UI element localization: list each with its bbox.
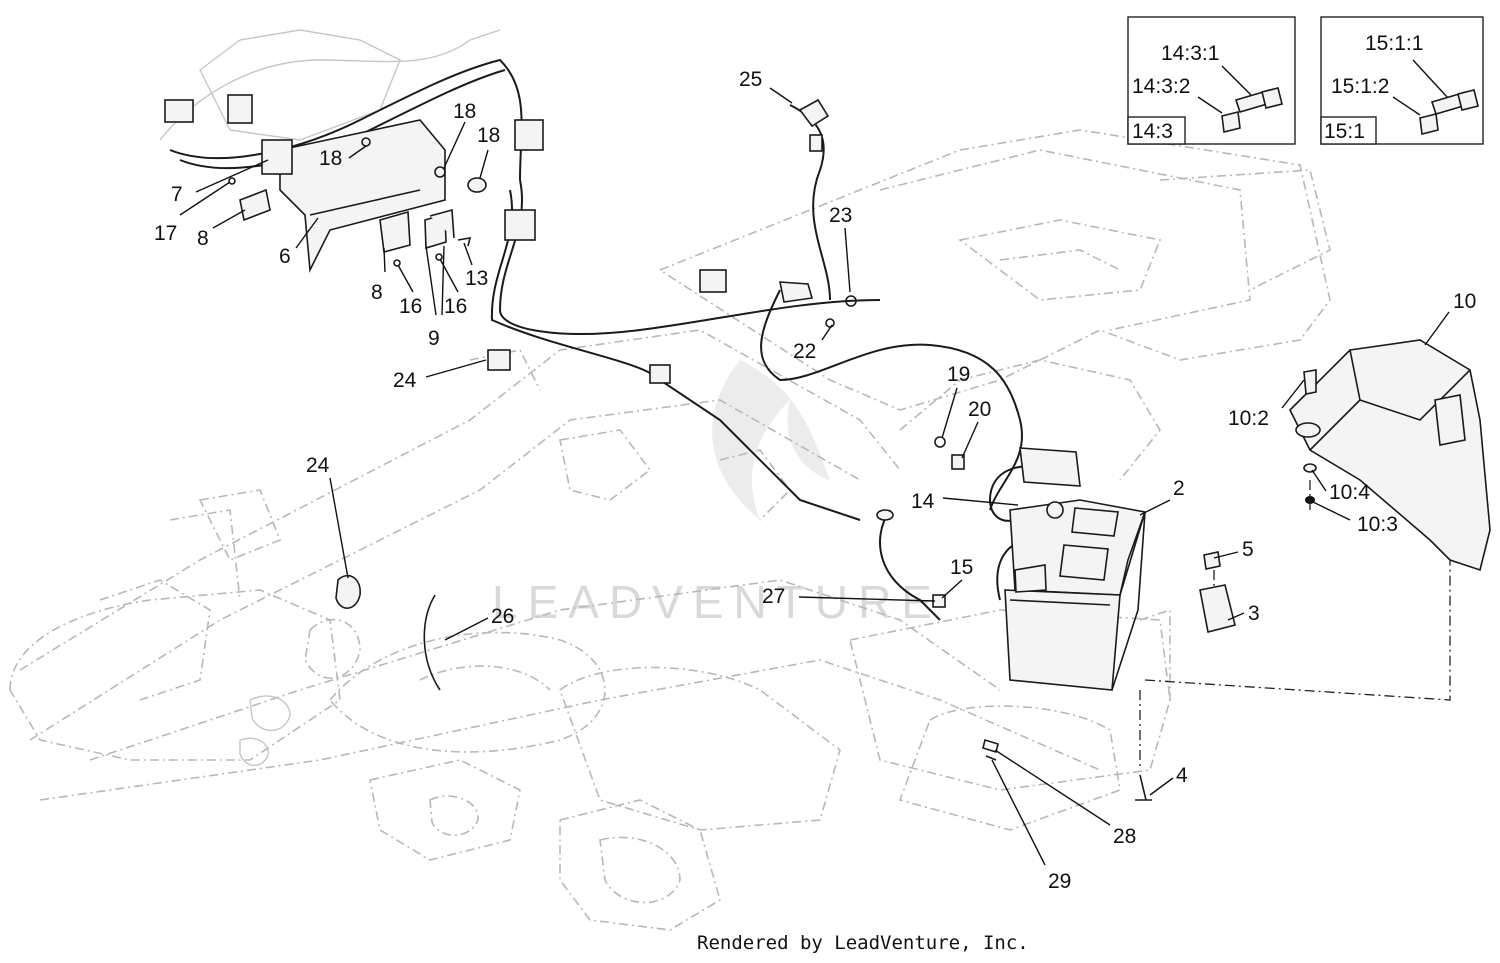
callout-6: 6 <box>279 245 291 268</box>
callout-4: 4 <box>1176 764 1188 787</box>
callout-27: 27 <box>762 585 785 608</box>
callout-28: 28 <box>1113 825 1136 848</box>
callout-2: 2 <box>1173 477 1185 500</box>
callout-22: 22 <box>793 340 816 363</box>
callout-19: 19 <box>947 363 970 386</box>
inset-15-1-title: 15:1 <box>1324 120 1365 143</box>
inset-15-1: 15:1 15:1:1 15:1:2 <box>1320 16 1484 145</box>
battery-cables <box>760 98 1081 621</box>
callout-10-3: 10:3 <box>1357 513 1398 536</box>
inset-14-3-label-1: 14:3:1 <box>1161 42 1219 65</box>
watermark: LEADVENTURE <box>492 360 942 628</box>
callout-10-2: 10:2 <box>1228 407 1269 430</box>
chassis-frame <box>9 129 1331 931</box>
callout-3: 3 <box>1248 602 1260 625</box>
callout-25: 25 <box>739 68 762 91</box>
wire-harness <box>159 29 881 521</box>
callout-10: 10 <box>1453 290 1476 313</box>
callout-8a: 8 <box>197 227 209 250</box>
rendered-by-footer: Rendered by LeadVenture, Inc. <box>697 932 1029 954</box>
callout-16a: 16 <box>399 295 422 318</box>
callout-8b: 8 <box>371 281 383 304</box>
callout-29: 29 <box>1048 870 1071 893</box>
battery <box>1004 499 1147 691</box>
inset-15-1-label-1: 15:1:1 <box>1365 32 1423 55</box>
inset-14-3: 14:3 14:3:1 14:3:2 <box>1127 16 1296 145</box>
callout-18b: 18 <box>453 100 476 123</box>
callout-20: 20 <box>968 398 991 421</box>
inset-14-3-title: 14:3 <box>1132 120 1173 143</box>
callout-18c: 18 <box>477 124 500 147</box>
callout-labels: 25 23 22 18 18 18 7 17 8 6 8 16 9 16 13 … <box>154 68 1476 893</box>
callout-9: 9 <box>428 327 440 350</box>
leader-lines <box>179 87 1450 866</box>
callout-5: 5 <box>1242 538 1254 561</box>
callout-15: 15 <box>950 556 973 579</box>
battery-cover <box>1289 339 1491 572</box>
callout-7: 7 <box>171 183 183 206</box>
callout-18a: 18 <box>319 147 342 170</box>
callout-17: 17 <box>154 222 177 245</box>
callout-13: 13 <box>465 267 488 290</box>
callout-23: 23 <box>829 204 852 227</box>
callout-10-4: 10:4 <box>1329 481 1370 504</box>
callout-16b: 16 <box>444 295 467 318</box>
callout-26: 26 <box>491 605 514 628</box>
callout-24b: 24 <box>306 454 330 477</box>
relay-bracket <box>228 119 487 273</box>
inset-15-1-label-2: 15:1:2 <box>1331 75 1389 98</box>
hold-down-parts <box>335 551 1236 801</box>
callout-14: 14 <box>911 490 935 513</box>
inset-14-3-label-2: 14:3:2 <box>1132 75 1190 98</box>
callout-24a: 24 <box>393 369 417 392</box>
watermark-text: LEADVENTURE <box>492 576 942 628</box>
alignment-lines <box>1139 480 1451 770</box>
